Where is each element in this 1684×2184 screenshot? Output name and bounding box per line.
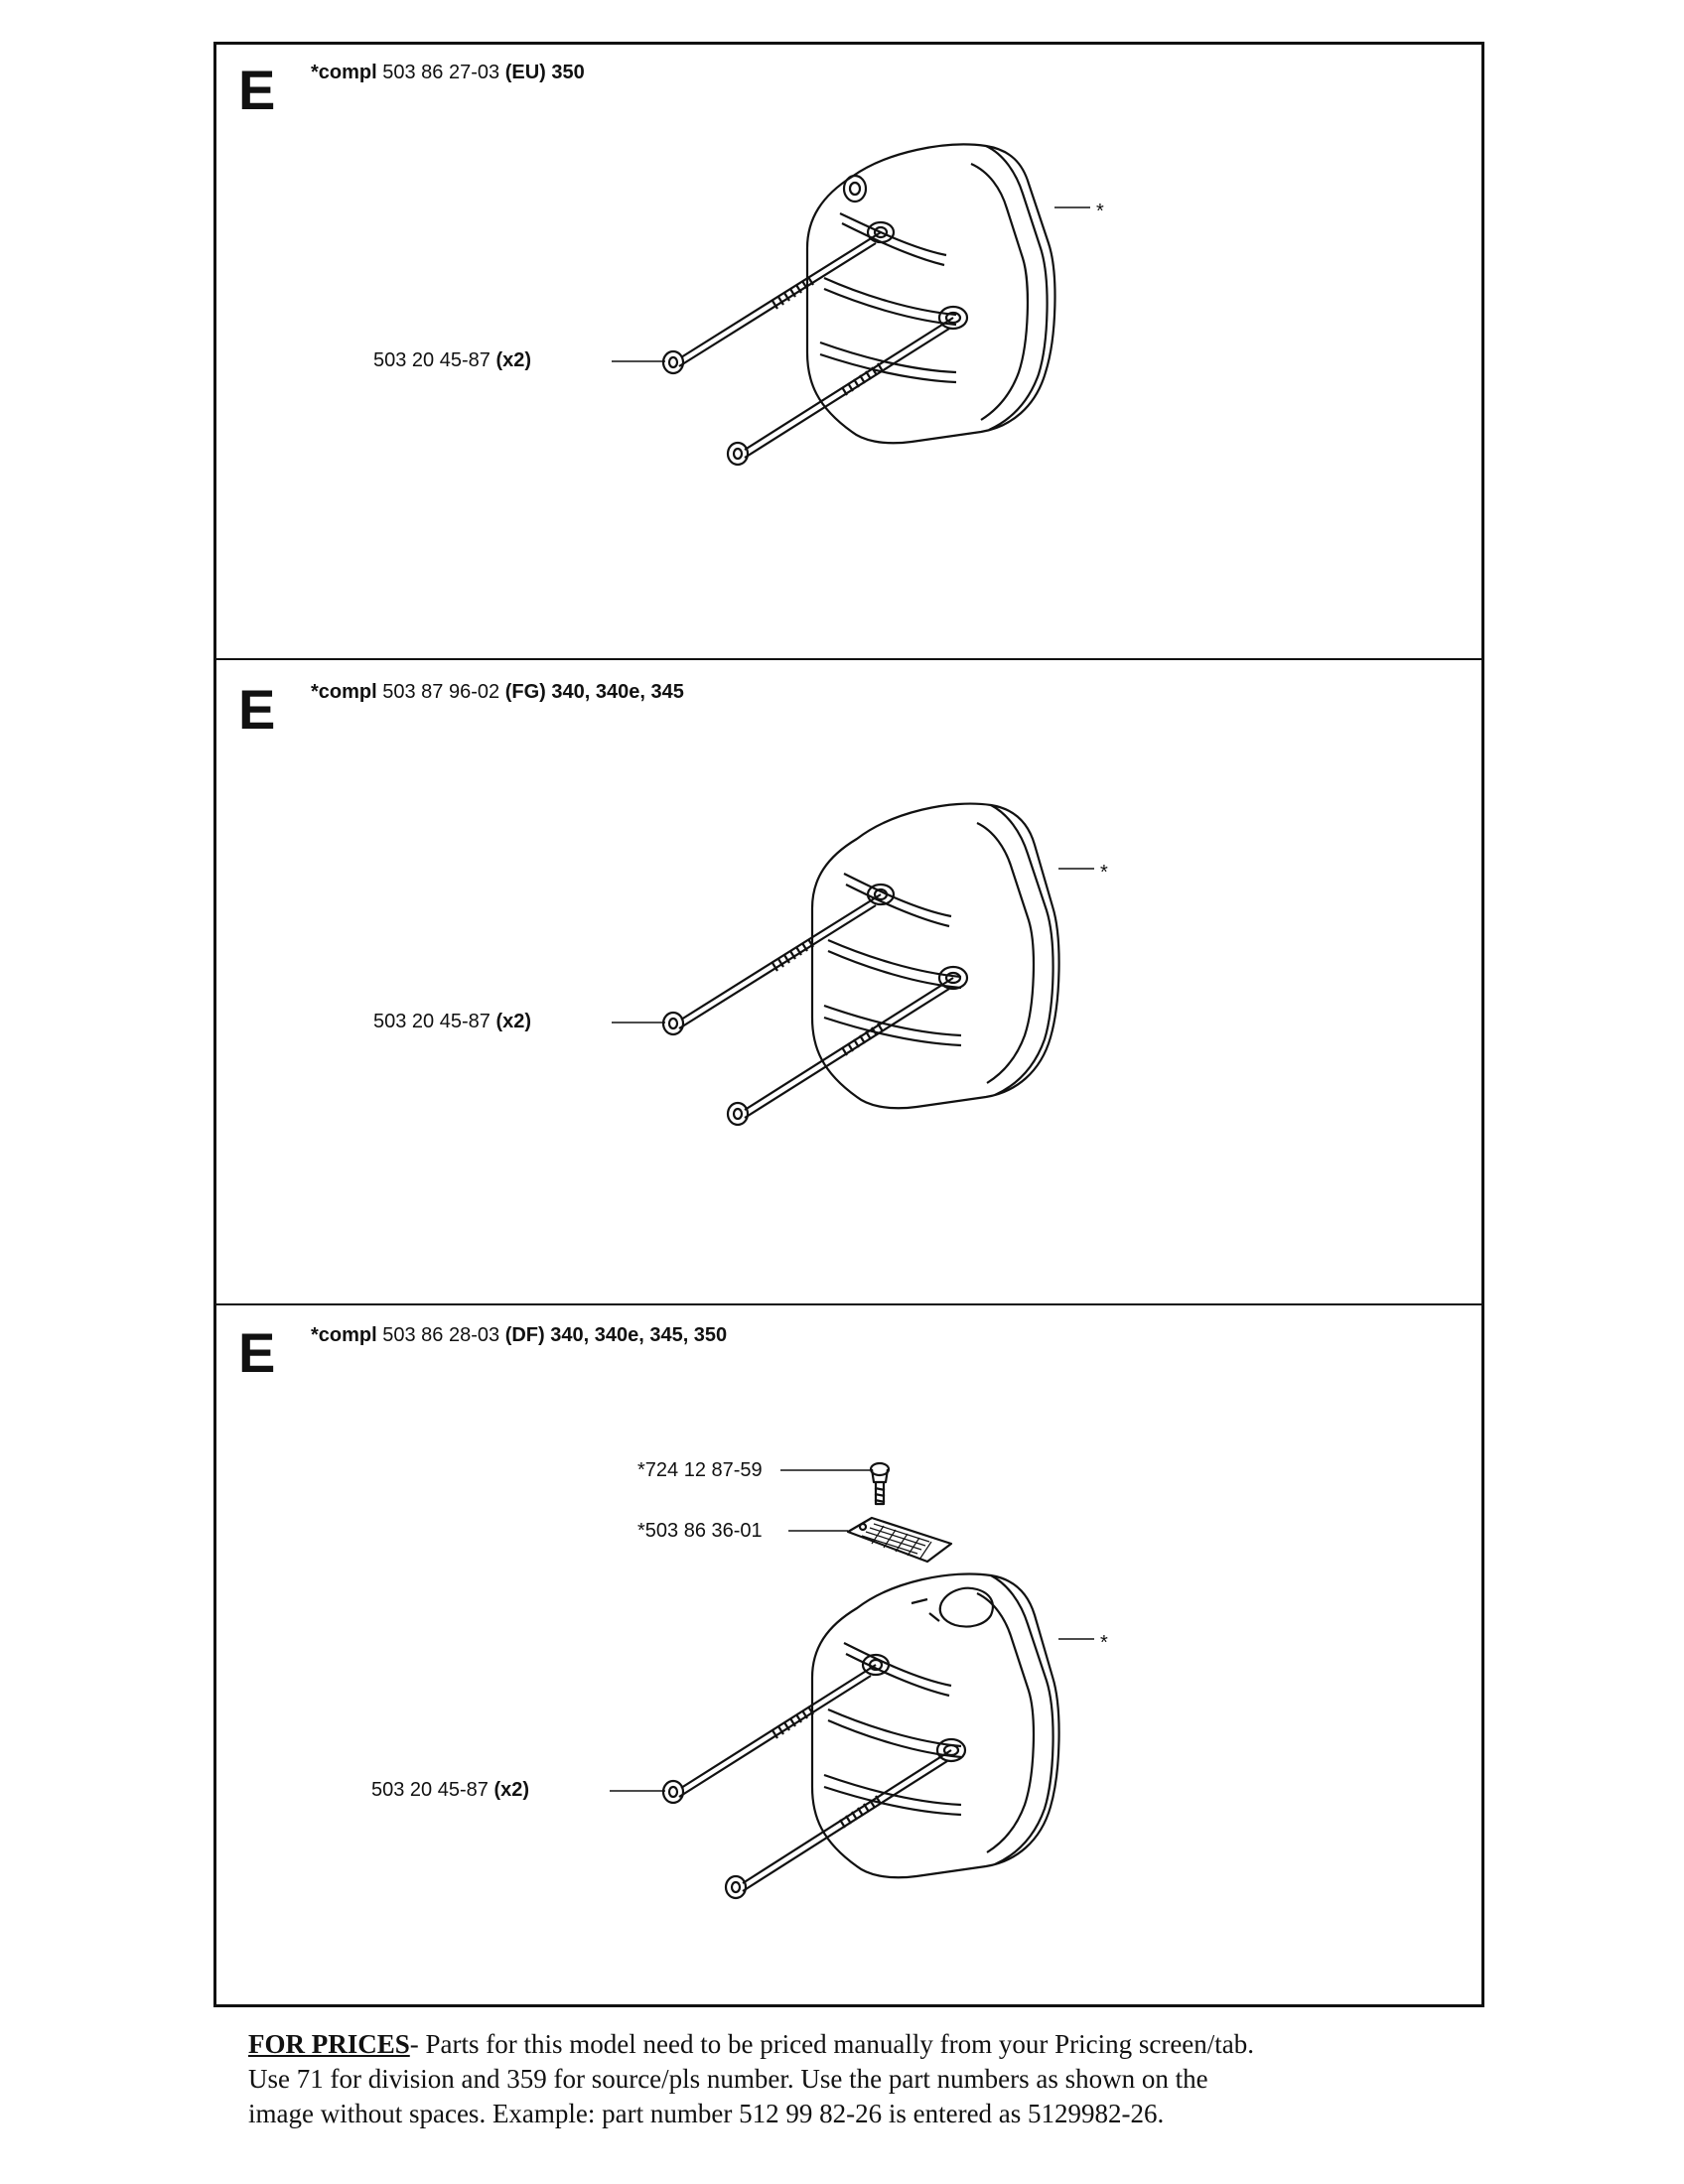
muffler-callout: * <box>1100 1632 1108 1654</box>
bolt-callout: 503 20 45-87 (x2) <box>373 350 531 370</box>
compl-variant: (EU) 350 <box>504 62 585 83</box>
muffler-callout: * <box>1096 201 1104 222</box>
section-letter: E <box>238 1321 276 1384</box>
compl-prefix: *compl <box>311 681 377 703</box>
section-letter: E <box>238 59 276 121</box>
diagram-section-df: E *compl 503 86 28-03 (DF) 340, 340e, 34… <box>216 1303 1481 2004</box>
parts-diagram-frame: E *compl 503 86 27-03 (EU) 350 <box>213 42 1484 2007</box>
bolt-quantity: (x2) <box>495 349 532 371</box>
screw-callout: *724 12 87-59 <box>637 1459 763 1481</box>
screen-callout: *503 86 36-01 <box>637 1520 763 1542</box>
compl-prefix: *compl <box>311 1324 377 1346</box>
pricing-note-line1: FOR PRICES- Parts for this model need to… <box>248 2027 1499 2062</box>
bolt-quantity: (x2) <box>493 1779 530 1801</box>
bolt-callout: 503 20 45-87 (x2) <box>373 1012 531 1031</box>
bolt-part-number: 503 20 45-87 <box>371 1779 489 1801</box>
compl-part-number: 503 86 27-03 <box>382 62 500 83</box>
diagram-section-eu: E *compl 503 86 27-03 (EU) 350 <box>216 45 1481 658</box>
compl-variant: (FG) 340, 340e, 345 <box>504 681 684 703</box>
compl-variant: (DF) 340, 340e, 345, 350 <box>504 1324 728 1346</box>
muffler-drawing <box>612 143 1090 467</box>
compl-prefix: *compl <box>311 62 377 83</box>
pricing-note: FOR PRICES- Parts for this model need to… <box>248 2027 1499 2131</box>
bolt-part-number: 503 20 45-87 <box>373 1011 491 1032</box>
pricing-note-heading: FOR PRICES <box>248 2029 410 2059</box>
muffler-drawing <box>612 802 1094 1127</box>
compl-part-number: 503 87 96-02 <box>382 681 500 703</box>
muffler-drawing <box>610 1461 1094 1900</box>
diagram-section-fg: E *compl 503 87 96-02 (FG) 340, 340e, 34… <box>216 658 1481 1303</box>
section-heading: *compl 503 87 96-02 (FG) 340, 340e, 345 <box>311 682 684 702</box>
pricing-note-line2: Use 71 for division and 359 for source/p… <box>248 2064 1208 2094</box>
section-heading: *compl 503 86 27-03 (EU) 350 <box>311 63 585 82</box>
bolt-part-number: 503 20 45-87 <box>373 349 491 371</box>
muffler-callout: * <box>1100 862 1108 884</box>
pricing-note-text1: - Parts for this model need to be priced… <box>409 2029 1255 2059</box>
section-letter: E <box>238 678 276 741</box>
compl-part-number: 503 86 28-03 <box>382 1324 500 1346</box>
bolt-callout: 503 20 45-87 (x2) <box>371 1780 529 1800</box>
section-heading: *compl 503 86 28-03 (DF) 340, 340e, 345,… <box>311 1325 727 1345</box>
bolt-quantity: (x2) <box>495 1011 532 1032</box>
pricing-note-line3: image without spaces. Example: part numb… <box>248 2099 1165 2128</box>
